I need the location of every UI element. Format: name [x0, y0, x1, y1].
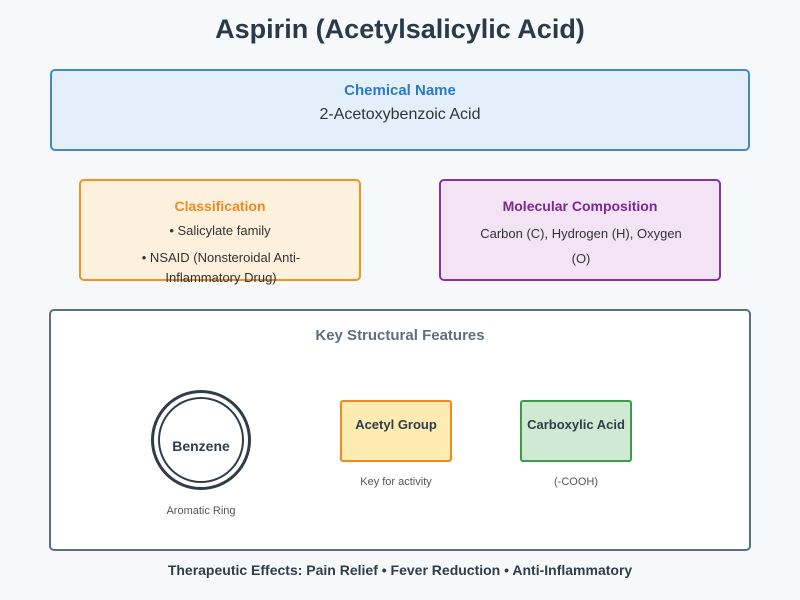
- classification-box: Classification • Salicylate family • NSA…: [79, 179, 361, 285]
- acetyl-group-box: Acetyl Group: [340, 400, 452, 462]
- benzene-caption: Aromatic Ring: [166, 505, 236, 517]
- benzene-inner-ring: [158, 397, 244, 483]
- classification-item: • Salicylate family: [169, 223, 271, 238]
- chemical-name-box: Chemical Name 2-Acetoxybenzoic Acid: [50, 69, 750, 151]
- carboxylic-acid-caption: (-COOH): [554, 476, 598, 488]
- benzene-ring-icon: [151, 390, 251, 490]
- classification-item: • NSAID (Nonsteroidal Anti-Inflammatory …: [141, 250, 301, 285]
- structural-features-heading: Key Structural Features: [315, 327, 485, 344]
- acetyl-group-caption: Key for activity: [360, 476, 432, 488]
- carboxylic-acid-label: Carboxylic Acid: [527, 417, 625, 432]
- chemical-name-heading: Chemical Name: [344, 82, 456, 99]
- molecular-composition-heading: Molecular Composition: [502, 198, 658, 214]
- classification-heading: Classification: [174, 198, 266, 214]
- molecular-composition-box: Molecular Composition Carbon (C), Hydrog…: [439, 179, 721, 281]
- benzene-label: Benzene: [172, 438, 230, 454]
- chemical-name-value: 2-Acetoxybenzoic Acid: [319, 106, 481, 123]
- acetyl-group-label: Acetyl Group: [355, 417, 437, 432]
- molecular-composition-text: Carbon (C), Hydrogen (H), Oxygen (O): [480, 226, 682, 266]
- structural-features-box: Key Structural Features Benzene Aromatic…: [49, 309, 751, 551]
- page-title: Aspirin (Acetylsalicylic Acid): [215, 14, 585, 44]
- therapeutic-effects-footer: Therapeutic Effects: Pain Relief • Fever…: [167, 562, 633, 578]
- carboxylic-acid-box: Carboxylic Acid: [520, 400, 632, 462]
